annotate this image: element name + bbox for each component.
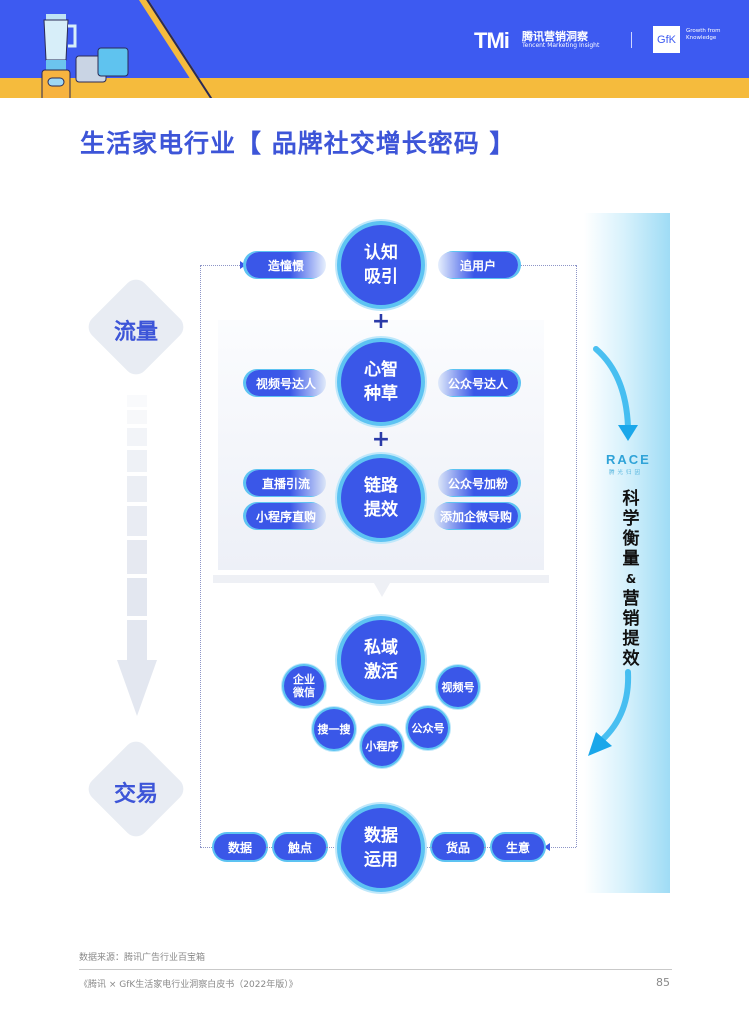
flow-arrow-segment [127, 578, 147, 616]
tag-mini-program-purchase: 小程序直购 [246, 503, 326, 529]
stage-mindshare-line2: 种草 [364, 384, 398, 404]
race-logo: RACE [606, 452, 651, 467]
satellite-search: 搜一搜 [314, 709, 354, 749]
loop-line-bottom-left [200, 847, 214, 848]
loop-line-top-right [518, 265, 576, 266]
flow-arrow-segment [127, 620, 147, 660]
stage-awareness-line1: 认知 [364, 243, 398, 263]
flow-arrow-segment [127, 506, 147, 536]
stage-awareness-line2: 吸引 [364, 267, 398, 287]
race-text-measure: 科学衡量 [622, 489, 640, 569]
page-title: 生活家电行业【 品牌社交增长密码 】 [80, 129, 516, 158]
tag-data: 数据 [214, 834, 266, 860]
race-vertical-text: 科学衡量 & 营销提效 [621, 489, 641, 669]
stage-data-line1: 数据 [364, 826, 398, 846]
footer-book-title: 《腾讯 × GfK生活家电行业洞察白皮书（2022年版）》 [79, 980, 298, 990]
loop-line-bottom-right [548, 847, 576, 848]
satellite-channels: 视频号 [438, 667, 478, 707]
stage-private-domain: 私域激活 [341, 620, 421, 700]
tag-touchpoint: 触点 [274, 834, 326, 860]
loop-arrow-tip-left [240, 261, 246, 269]
tmi-logo-chinese: 腾讯营销洞察 [522, 30, 588, 43]
tag-chase-users: 追用户 [438, 252, 518, 278]
race-text-amp: & [625, 572, 637, 586]
plus-sign: + [371, 309, 391, 334]
satellite-wecom-label: 企业微信 [293, 673, 315, 699]
stage-awareness: 认知吸引 [341, 225, 421, 305]
header-banner: TMi 腾讯营销洞察 Tencent Marketing Insight GfK… [0, 0, 749, 98]
tmi-logo-english: Tencent Marketing Insight [522, 42, 600, 49]
tag-live-stream: 直播引流 [246, 470, 326, 496]
plus-sign: + [371, 427, 391, 452]
stage-panel-pointer [374, 583, 390, 597]
tag-business: 生意 [492, 834, 544, 860]
appliance-illustration-icon [75, 47, 129, 83]
stage-private-line2: 激活 [364, 662, 398, 682]
loop-line-top-left [200, 265, 244, 266]
satellite-search-label: 搜一搜 [317, 722, 351, 736]
flow-arrow-head [117, 660, 157, 716]
stage-link-efficiency: 链路提效 [341, 458, 421, 538]
satellite-mini-program-label: 小程序 [365, 739, 399, 753]
stage-private-line1: 私域 [364, 638, 398, 658]
curved-arrow-down-left-icon [588, 669, 632, 756]
race-side-bar [584, 213, 670, 893]
blender-illustration-icon [41, 14, 77, 98]
satellite-mini-program: 小程序 [362, 726, 402, 766]
stage-mindshare-line1: 心智 [364, 360, 398, 380]
race-logo-subtitle: 腾光归因 [609, 470, 644, 476]
curved-arrow-down-icon [593, 346, 638, 441]
traffic-label: 流量 [113, 320, 158, 345]
connector [326, 847, 340, 848]
connector [484, 847, 492, 848]
gfk-logo: GfK [653, 26, 680, 53]
tag-wecom-guide: 添加企微导购 [434, 503, 518, 529]
loop-line-left [200, 265, 201, 847]
stage-mindshare: 心智种草 [341, 342, 421, 422]
transaction-label: 交易 [113, 782, 158, 807]
race-text-efficiency: 营销提效 [622, 589, 640, 669]
satellite-wecom: 企业微信 [284, 666, 324, 706]
satellite-official-account: 公众号 [408, 708, 448, 748]
stage-data-line2: 运用 [364, 850, 398, 870]
satellite-official-account-label: 公众号 [411, 721, 445, 735]
loop-arrow-tip-right [544, 843, 550, 851]
flow-arrow-segment [127, 540, 147, 574]
flow-arrow-segment [127, 428, 147, 446]
tag-goods: 货品 [432, 834, 484, 860]
stage-panel-base [213, 575, 549, 583]
connector [266, 847, 274, 848]
header-yellow-band [0, 78, 749, 98]
data-source-note: 数据来源：腾讯广告行业百宝箱 [79, 953, 206, 963]
page-number: 85 [656, 976, 670, 989]
stage-link-line1: 链路 [364, 476, 398, 496]
logo-separator [631, 32, 632, 48]
gfk-tagline: Growth from Knowledge [686, 28, 721, 41]
flow-arrow-segment [127, 395, 147, 407]
tag-create-aspiration: 造憧憬 [246, 252, 326, 278]
footer-divider [79, 969, 672, 970]
tag-official-account-kol: 公众号达人 [438, 370, 518, 396]
tmi-logo: TMi [474, 28, 510, 53]
connector [422, 847, 432, 848]
stage-data-application: 数据运用 [341, 808, 421, 888]
tag-channels-kol: 视频号达人 [246, 370, 326, 396]
flow-arrow-segment [127, 410, 147, 424]
satellite-channels-label: 视频号 [441, 680, 475, 694]
tag-official-account-follow: 公众号加粉 [438, 470, 518, 496]
flow-arrow-segment [127, 450, 147, 472]
stage-link-line2: 提效 [364, 500, 398, 520]
flow-arrow-segment [127, 476, 147, 502]
loop-line-right [576, 265, 577, 847]
